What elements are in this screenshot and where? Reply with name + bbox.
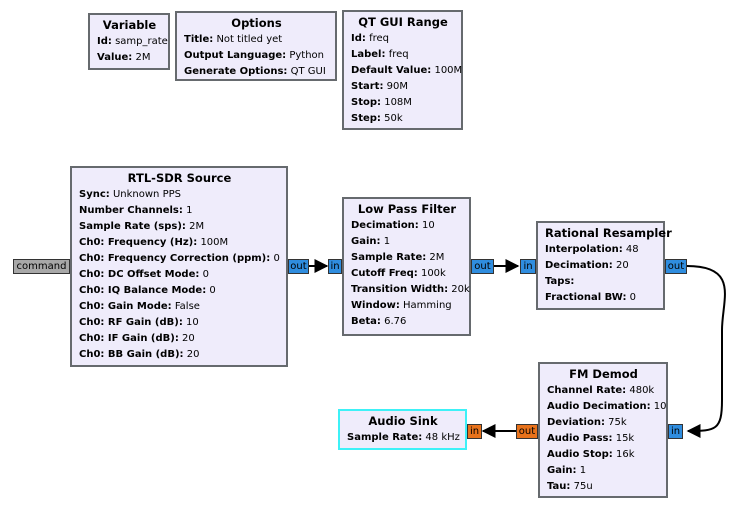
param-channel-rate: Channel Rate: 480k [547, 385, 655, 396]
param-frequency: Ch0: Frequency (Hz): 100M [79, 237, 229, 248]
rr-in-port[interactable]: in [520, 259, 536, 274]
param-dc-offset-mode: Ch0: DC Offset Mode: 0 [79, 269, 209, 280]
param-interpolation: Interpolation: 48 [545, 244, 639, 255]
param-gain: Gain: 1 [547, 465, 587, 476]
options-block[interactable]: Options Title: Not titled yet Output Lan… [175, 11, 337, 81]
param-gain: Gain: 1 [351, 236, 391, 247]
param-decimation: Decimation: 10 [351, 220, 435, 231]
param-bb-gain: Ch0: BB Gain (dB): 20 [79, 349, 200, 360]
param-deviation: Deviation: 75k [547, 417, 627, 428]
block-title: Audio Sink [368, 414, 438, 428]
rtl-out-port[interactable]: out [288, 259, 309, 274]
block-title: QT GUI Range [358, 15, 448, 29]
param-id: Id: samp_rate [97, 36, 168, 47]
param-sample-rate: Sample Rate: 48 kHz [347, 432, 460, 443]
rational-resampler-block[interactable]: Rational Resampler Interpolation: 48 Dec… [536, 221, 672, 310]
block-title: Rational Resampler [545, 226, 672, 240]
param-step: Step: 50k [351, 113, 403, 124]
command-port[interactable]: command [13, 259, 70, 274]
param-sample-rate: Sample Rate (sps): 2M [79, 221, 205, 232]
param-value: Value: 2M [97, 52, 151, 63]
param-gain-mode: Ch0: Gain Mode: False [79, 301, 200, 312]
param-if-gain: Ch0: IF Gain (dB): 20 [79, 333, 195, 344]
param-audio-decimation: Audio Decimation: 10 [547, 401, 667, 412]
param-window: Window: Hamming [351, 300, 452, 311]
param-rf-gain: Ch0: RF Gain (dB): 10 [79, 317, 199, 328]
audio-sink-block[interactable]: Audio Sink Sample Rate: 48 kHz [338, 409, 467, 450]
param-audio-stop: Audio Stop: 16k [547, 449, 635, 460]
wire-rr-to-fm[interactable] [686, 265, 726, 438]
param-generate-options: Generate Options: QT GUI [184, 66, 326, 77]
block-title: Variable [102, 18, 157, 32]
param-transition-width: Transition Width: 20k [351, 284, 470, 295]
param-id: Id: freq [351, 33, 389, 44]
fm-demod-block[interactable]: FM Demod Channel Rate: 480k Audio Decima… [538, 362, 668, 498]
block-title: FM Demod [569, 367, 638, 381]
param-output-language: Output Language: Python [184, 50, 325, 61]
param-label: Label: freq [351, 49, 409, 60]
block-title: Options [231, 16, 282, 30]
param-decimation: Decimation: 20 [545, 260, 629, 271]
param-iq-balance-mode: Ch0: IQ Balance Mode: 0 [79, 285, 216, 296]
sink-in-port[interactable]: in [467, 424, 482, 439]
block-title: RTL-SDR Source [127, 171, 232, 185]
param-fractional-bw: Fractional BW: 0 [545, 292, 637, 303]
variable-block[interactable]: Variable Id: samp_rate Value: 2M [88, 13, 170, 70]
param-sample-rate: Sample Rate: 2M [351, 252, 445, 263]
qt-gui-range-block[interactable]: QT GUI Range Id: freq Label: freq Defaul… [342, 10, 463, 130]
param-number-channels: Number Channels: 1 [79, 205, 193, 216]
param-tau: Tau: 75u [547, 481, 593, 492]
param-audio-pass: Audio Pass: 15k [547, 433, 635, 444]
param-cutoff-freq: Cutoff Freq: 100k [351, 268, 446, 279]
fm-in-port[interactable]: in [668, 424, 683, 439]
param-beta: Beta: 6.76 [351, 316, 407, 327]
block-title: Low Pass Filter [357, 202, 457, 216]
param-taps: Taps: [545, 276, 575, 287]
param-default-value: Default Value: 100M [351, 65, 463, 76]
param-title: Title: Not titled yet [184, 34, 283, 45]
low-pass-filter-block[interactable]: Low Pass Filter Decimation: 10 Gain: 1 S… [342, 197, 471, 336]
param-frequency-correction: Ch0: Frequency Correction (ppm): 0 [79, 253, 280, 264]
lpf-out-port[interactable]: out [471, 259, 494, 274]
fm-out-port[interactable]: out [516, 424, 538, 439]
param-start: Start: 90M [351, 81, 408, 92]
param-stop: Stop: 108M [351, 97, 412, 108]
param-sync: Sync: Unknown PPS [79, 189, 181, 200]
lpf-in-port[interactable]: in [328, 259, 342, 274]
rr-out-port[interactable]: out [665, 259, 687, 274]
rtl-sdr-source-block[interactable]: RTL-SDR Source Sync: Unknown PPS Number … [70, 166, 288, 367]
